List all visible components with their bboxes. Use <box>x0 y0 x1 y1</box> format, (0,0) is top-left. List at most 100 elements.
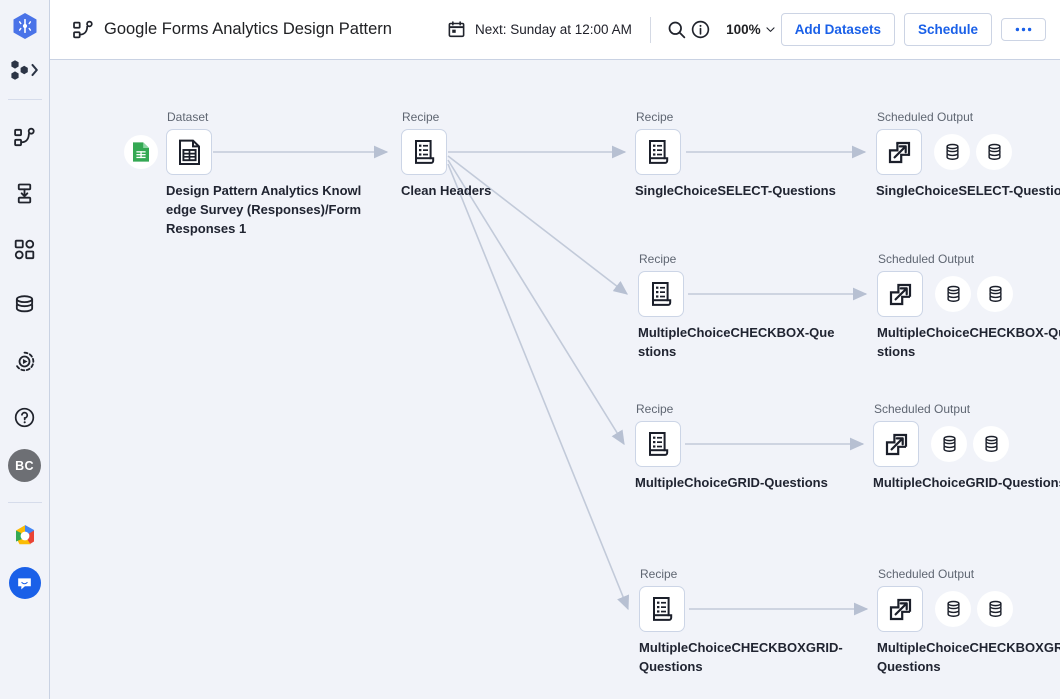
sidebar-item-jobs[interactable] <box>6 230 44 268</box>
output-destination-2[interactable] <box>976 134 1012 170</box>
chevron-down-icon <box>766 27 775 32</box>
plan-icon <box>17 183 32 203</box>
node-kind-label: Recipe <box>636 110 674 124</box>
node-label: MultipleChoiceGRID-Questions <box>873 475 1060 490</box>
project-switcher[interactable] <box>0 58 50 82</box>
dataset-node-box[interactable] <box>166 129 212 175</box>
help-circle-icon <box>14 407 35 427</box>
database-icon <box>942 435 956 452</box>
rail-divider-bottom <box>7 502 42 503</box>
sidebar-item-flows[interactable] <box>6 118 44 156</box>
sidebar-item-run-history[interactable] <box>6 342 44 380</box>
apps-grid-icon <box>14 239 35 259</box>
flow-canvas[interactable]: Dataset <box>50 60 1060 699</box>
node-kind-label: Dataset <box>167 110 209 124</box>
dataset-table-icon <box>178 139 200 165</box>
sidebar-item-plans[interactable] <box>6 174 44 212</box>
output-arrow-icon <box>889 598 911 620</box>
search-icon <box>668 21 686 39</box>
node-label: Design Pattern Analytics Knowledge Surve… <box>166 183 362 236</box>
database-icon <box>984 435 998 452</box>
output-node-box[interactable] <box>876 129 922 175</box>
search-button[interactable] <box>665 13 689 47</box>
node-kind-label: Scheduled Output <box>874 402 971 416</box>
schedule-button[interactable]: Schedule <box>903 13 992 46</box>
node-label: Clean Headers <box>401 183 492 198</box>
ellipsis-icon <box>1015 27 1032 32</box>
output-destination-2[interactable] <box>977 591 1013 627</box>
node-dataset: Dataset <box>124 110 361 236</box>
project-nodes-icon <box>10 60 38 80</box>
add-datasets-button[interactable]: Add Datasets <box>780 13 895 46</box>
node-recipe-3: Recipe MultipleChoiceGRID-Questions <box>635 402 828 490</box>
node-recipe-clean-headers: Recipe Clean Headers <box>401 110 491 198</box>
zoom-level-value: 100% <box>726 22 761 37</box>
output-destination-2[interactable] <box>977 276 1013 312</box>
database-icon <box>945 143 959 160</box>
more-options-button[interactable] <box>1001 18 1046 41</box>
flow-edges <box>213 145 869 616</box>
output-destination-1[interactable] <box>931 426 967 462</box>
recipe-node-box[interactable] <box>635 421 681 467</box>
database-icon <box>988 600 1002 617</box>
recipe-icon <box>414 140 434 164</box>
output-destination-1[interactable] <box>934 134 970 170</box>
database-icon <box>15 294 34 312</box>
node-label: SingleChoiceSELECT-Questions <box>876 183 1060 198</box>
chat-bubble-icon[interactable] <box>8 567 41 599</box>
node-recipe-4: Recipe MultipleChoiceCHECKBOXGRID-Questi… <box>639 567 843 674</box>
recipe-node-box[interactable] <box>639 586 685 632</box>
node-recipe-2: Recipe MultipleChoiceCHECKBOX-Questions <box>638 252 834 359</box>
app-header: Google Forms Analytics Design Pattern Ne… <box>50 0 1060 60</box>
node-kind-label: Scheduled Output <box>878 252 975 266</box>
recipe-icon <box>648 140 668 164</box>
google-sheets-icon <box>124 135 158 169</box>
node-label: MultipleChoiceCHECKBOX-Questions <box>638 325 835 359</box>
output-node-box[interactable] <box>873 421 919 467</box>
sidebar-item-connections[interactable] <box>6 286 44 324</box>
node-kind-label: Scheduled Output <box>877 110 974 124</box>
calendar-icon <box>448 21 465 38</box>
output-arrow-icon <box>885 433 907 455</box>
left-rail: BC <box>0 0 50 699</box>
node-output-1: Scheduled Output <box>876 110 1060 198</box>
main-area: Google Forms Analytics Design Pattern Ne… <box>50 0 1060 699</box>
avatar[interactable]: BC <box>8 449 41 482</box>
recipe-node-box[interactable] <box>638 271 684 317</box>
database-icon <box>946 285 960 302</box>
output-node-box[interactable] <box>877 586 923 632</box>
node-label: MultipleChoiceCHECKBOXGRID-Questions <box>877 640 1060 674</box>
node-recipe-1: Recipe SingleChoiceSELECT-Questions <box>635 110 836 198</box>
output-node-box[interactable] <box>877 271 923 317</box>
schedule-status[interactable]: Next: Sunday at 12:00 AM <box>447 20 632 39</box>
info-circle-icon <box>691 20 709 39</box>
node-kind-label: Recipe <box>640 567 678 581</box>
page-title: Google Forms Analytics Design Pattern <box>104 20 392 38</box>
run-history-icon <box>15 351 35 371</box>
node-kind-label: Scheduled Output <box>878 567 975 581</box>
info-button[interactable] <box>688 13 712 47</box>
recipe-node-box[interactable] <box>635 129 681 175</box>
output-arrow-icon <box>888 141 910 163</box>
recipe-icon <box>652 597 672 621</box>
recipe-node-box[interactable] <box>401 129 447 175</box>
sidebar-item-help[interactable] <box>6 398 44 436</box>
node-label: SingleChoiceSELECT-Questions <box>635 183 836 198</box>
database-icon <box>987 143 1001 160</box>
node-output-2: Scheduled Output <box>877 252 1060 359</box>
node-kind-label: Recipe <box>636 402 674 416</box>
schedule-status-label: Next: Sunday at 12:00 AM <box>474 22 632 37</box>
recipe-icon <box>651 282 671 306</box>
rail-divider-top <box>7 99 42 100</box>
node-label: MultipleChoiceCHECKBOX-Questions <box>877 325 1060 359</box>
google-cloud-logo-icon[interactable] <box>10 521 40 551</box>
output-destination-1[interactable] <box>935 276 971 312</box>
output-destination-2[interactable] <box>973 426 1009 462</box>
node-label: MultipleChoiceGRID-Questions <box>635 475 828 490</box>
output-destination-1[interactable] <box>935 591 971 627</box>
avatar-initials: BC <box>15 458 34 473</box>
dataprep-hexagon-logo-icon[interactable] <box>10 11 40 41</box>
zoom-level-selector[interactable]: 100% <box>722 17 781 42</box>
header-actions: Add Datasets Schedule <box>780 13 1046 46</box>
